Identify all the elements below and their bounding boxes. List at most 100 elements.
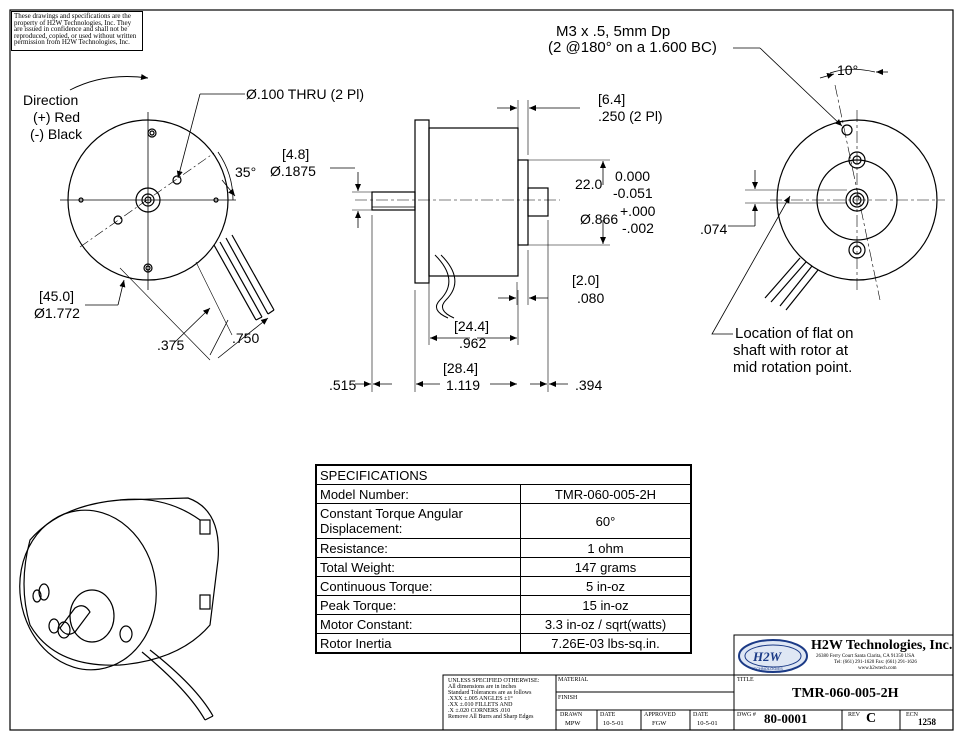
spec-label: Peak Torque: [315, 595, 521, 615]
flat-note-line2: shaft with rotor at [733, 342, 849, 359]
company-logo [738, 639, 808, 673]
m3-callout-line1: M3 x .5, 5mm Dp [556, 23, 671, 40]
spec-value: 7.26E-03 lbs-sq.in. [520, 633, 692, 654]
spec-label: Continuous Torque: [315, 576, 521, 596]
table-row: Resistance: 1 ohm [315, 538, 692, 558]
angle-10-label: 10° [837, 62, 859, 78]
tolerance-note: UNLESS SPECIFIED OTHERWISE: [448, 678, 540, 684]
spec-value: TMR-060-005-2H [520, 484, 692, 504]
dim-375-label: .375 [157, 337, 185, 353]
dim-866-label: Ø.866 [580, 211, 619, 227]
dim-515-label: .515 [329, 377, 357, 393]
table-row: Peak Torque: 15 in-oz [315, 595, 692, 615]
logo-subtext: TECHNOLOGIES [751, 666, 783, 671]
dim-962-label: .962 [459, 335, 487, 351]
tolerance-note: All dimensions are in inches [448, 684, 517, 690]
spec-label: Resistance: [315, 538, 521, 558]
specs-title: SPECIFICATIONS [315, 464, 692, 485]
specifications-table: SPECIFICATIONS Model Number: TMR-060-005… [315, 464, 692, 654]
tol-866-lower: -.002 [622, 220, 654, 236]
dwg-value: 80-0001 [764, 711, 808, 726]
dwg-label: DWG # [737, 712, 756, 718]
spec-value: 60° [520, 503, 692, 539]
notice-line: permission from H2W Technologies, Inc. [14, 38, 130, 47]
dim-284-label: [28.4] [443, 360, 479, 376]
flat-note-line3: mid rotation point. [733, 359, 853, 376]
spec-value: 147 grams [520, 557, 692, 577]
material-label: MATERIAL [558, 677, 589, 683]
table-row: Total Weight: 147 grams [315, 557, 692, 577]
title-block-lines [442, 634, 954, 731]
company-phone: Tel: (661) 291-1620 Fax: (661) 291-1626 [834, 660, 917, 665]
notice-line: are issued in confidence and shall not b… [14, 25, 128, 34]
tolerance-note: Standard Tolerances are as follows [448, 690, 532, 696]
dim-080-label: .080 [577, 290, 605, 306]
tol-220-upper: 0.000 [615, 168, 651, 184]
date2-value: 10-5-01 [697, 720, 718, 727]
m3-callout-line2: (2 @180° on a 1.600 BC) [548, 39, 717, 56]
notice-line: property of H2W Technologies, Inc. They [14, 18, 132, 27]
spec-label: Rotor Inertia [315, 633, 521, 654]
dim-220-label: 22.0 [575, 176, 603, 192]
tol-866-upper: +.000 [620, 203, 656, 219]
dim-1875-label: Ø.1875 [270, 163, 316, 179]
spec-label: Total Weight: [315, 557, 521, 577]
company-website: www.h2wtech.com [858, 666, 897, 671]
spec-label: Constant Torque Angular Displacement: [315, 503, 521, 539]
tol-220-lower: -0.051 [613, 185, 653, 201]
angle-35-label: 35° [235, 164, 257, 180]
dim-074-label: .074 [700, 221, 728, 237]
thru-holes-callout: Ø.100 THRU (2 Pl) [246, 86, 364, 102]
spec-label: Motor Constant: [315, 614, 521, 634]
date2-label: DATE [693, 712, 709, 718]
spec-value: 5 in-oz [520, 576, 692, 596]
approved-value: FGW [652, 720, 667, 727]
direction-label: Direction [23, 92, 79, 108]
spec-value: 1 ohm [520, 538, 692, 558]
iso-view [19, 497, 220, 721]
tolerance-note: .X ±.020 CORNERS .010 [448, 708, 511, 714]
dim-244-label: [24.4] [454, 318, 490, 334]
title-value: TMR-060-005-2H [792, 686, 899, 701]
minus-black-label: (-) Black [30, 126, 83, 142]
dia-metric-label: [45.0] [39, 288, 75, 304]
date-label: DATE [600, 712, 616, 718]
spec-value: 15 in-oz [520, 595, 692, 615]
plus-red-label: (+) Red [33, 109, 81, 125]
dim-48-label: [4.8] [282, 146, 310, 162]
dim-1119-label: 1.119 [446, 377, 480, 393]
notice-line: reproduced, copied, or used without writ… [14, 31, 137, 40]
tolerance-note: Remove All Burrs and Sharp Edges [448, 714, 534, 720]
dim-20-label: [2.0] [572, 272, 600, 288]
finish-label: FINISH [558, 695, 578, 701]
table-row: Rotor Inertia 7.26E-03 lbs-sq.in. [315, 633, 692, 654]
drawn-value: MPW [565, 720, 581, 727]
side-view [330, 100, 610, 392]
proprietary-notice: These drawings and specifications are th… [11, 11, 143, 51]
ecn-value: 1258 [918, 717, 936, 727]
spec-value: 3.3 in-oz / sqrt(watts) [520, 614, 692, 634]
date-value: 10-5-01 [603, 720, 624, 727]
rev-label: REV [848, 712, 860, 718]
rear-view [711, 47, 945, 335]
table-row: Constant Torque Angular Displacement: 60… [315, 503, 692, 539]
table-row: Motor Constant: 3.3 in-oz / sqrt(watts) [315, 614, 692, 634]
dia-inch-label: Ø1.772 [34, 305, 80, 321]
dim-64-label: [6.4] [598, 91, 626, 107]
dim-750-label: .750 [232, 330, 260, 346]
tolerance-note: .XXX ±.005 ANGLES ±1° [448, 696, 513, 702]
drawn-label: DRAWN [560, 712, 583, 718]
rev-value: C [866, 711, 877, 726]
notice-line: These drawings and specifications are th… [14, 12, 131, 20]
approved-label: APPROVED [644, 712, 676, 718]
company-address: 26380 Ferry Court Santa Clarita, CA 9135… [816, 654, 915, 659]
front-view [60, 74, 275, 361]
dim-250-label: .250 (2 Pl) [598, 108, 663, 124]
table-row: Continuous Torque: 5 in-oz [315, 576, 692, 596]
dim-394-label: .394 [575, 377, 603, 393]
flat-note-line1: Location of flat on [735, 325, 854, 342]
tolerance-note: .XX ±.010 FILLETS AND [448, 702, 513, 708]
logo-text: H2W [753, 649, 782, 664]
